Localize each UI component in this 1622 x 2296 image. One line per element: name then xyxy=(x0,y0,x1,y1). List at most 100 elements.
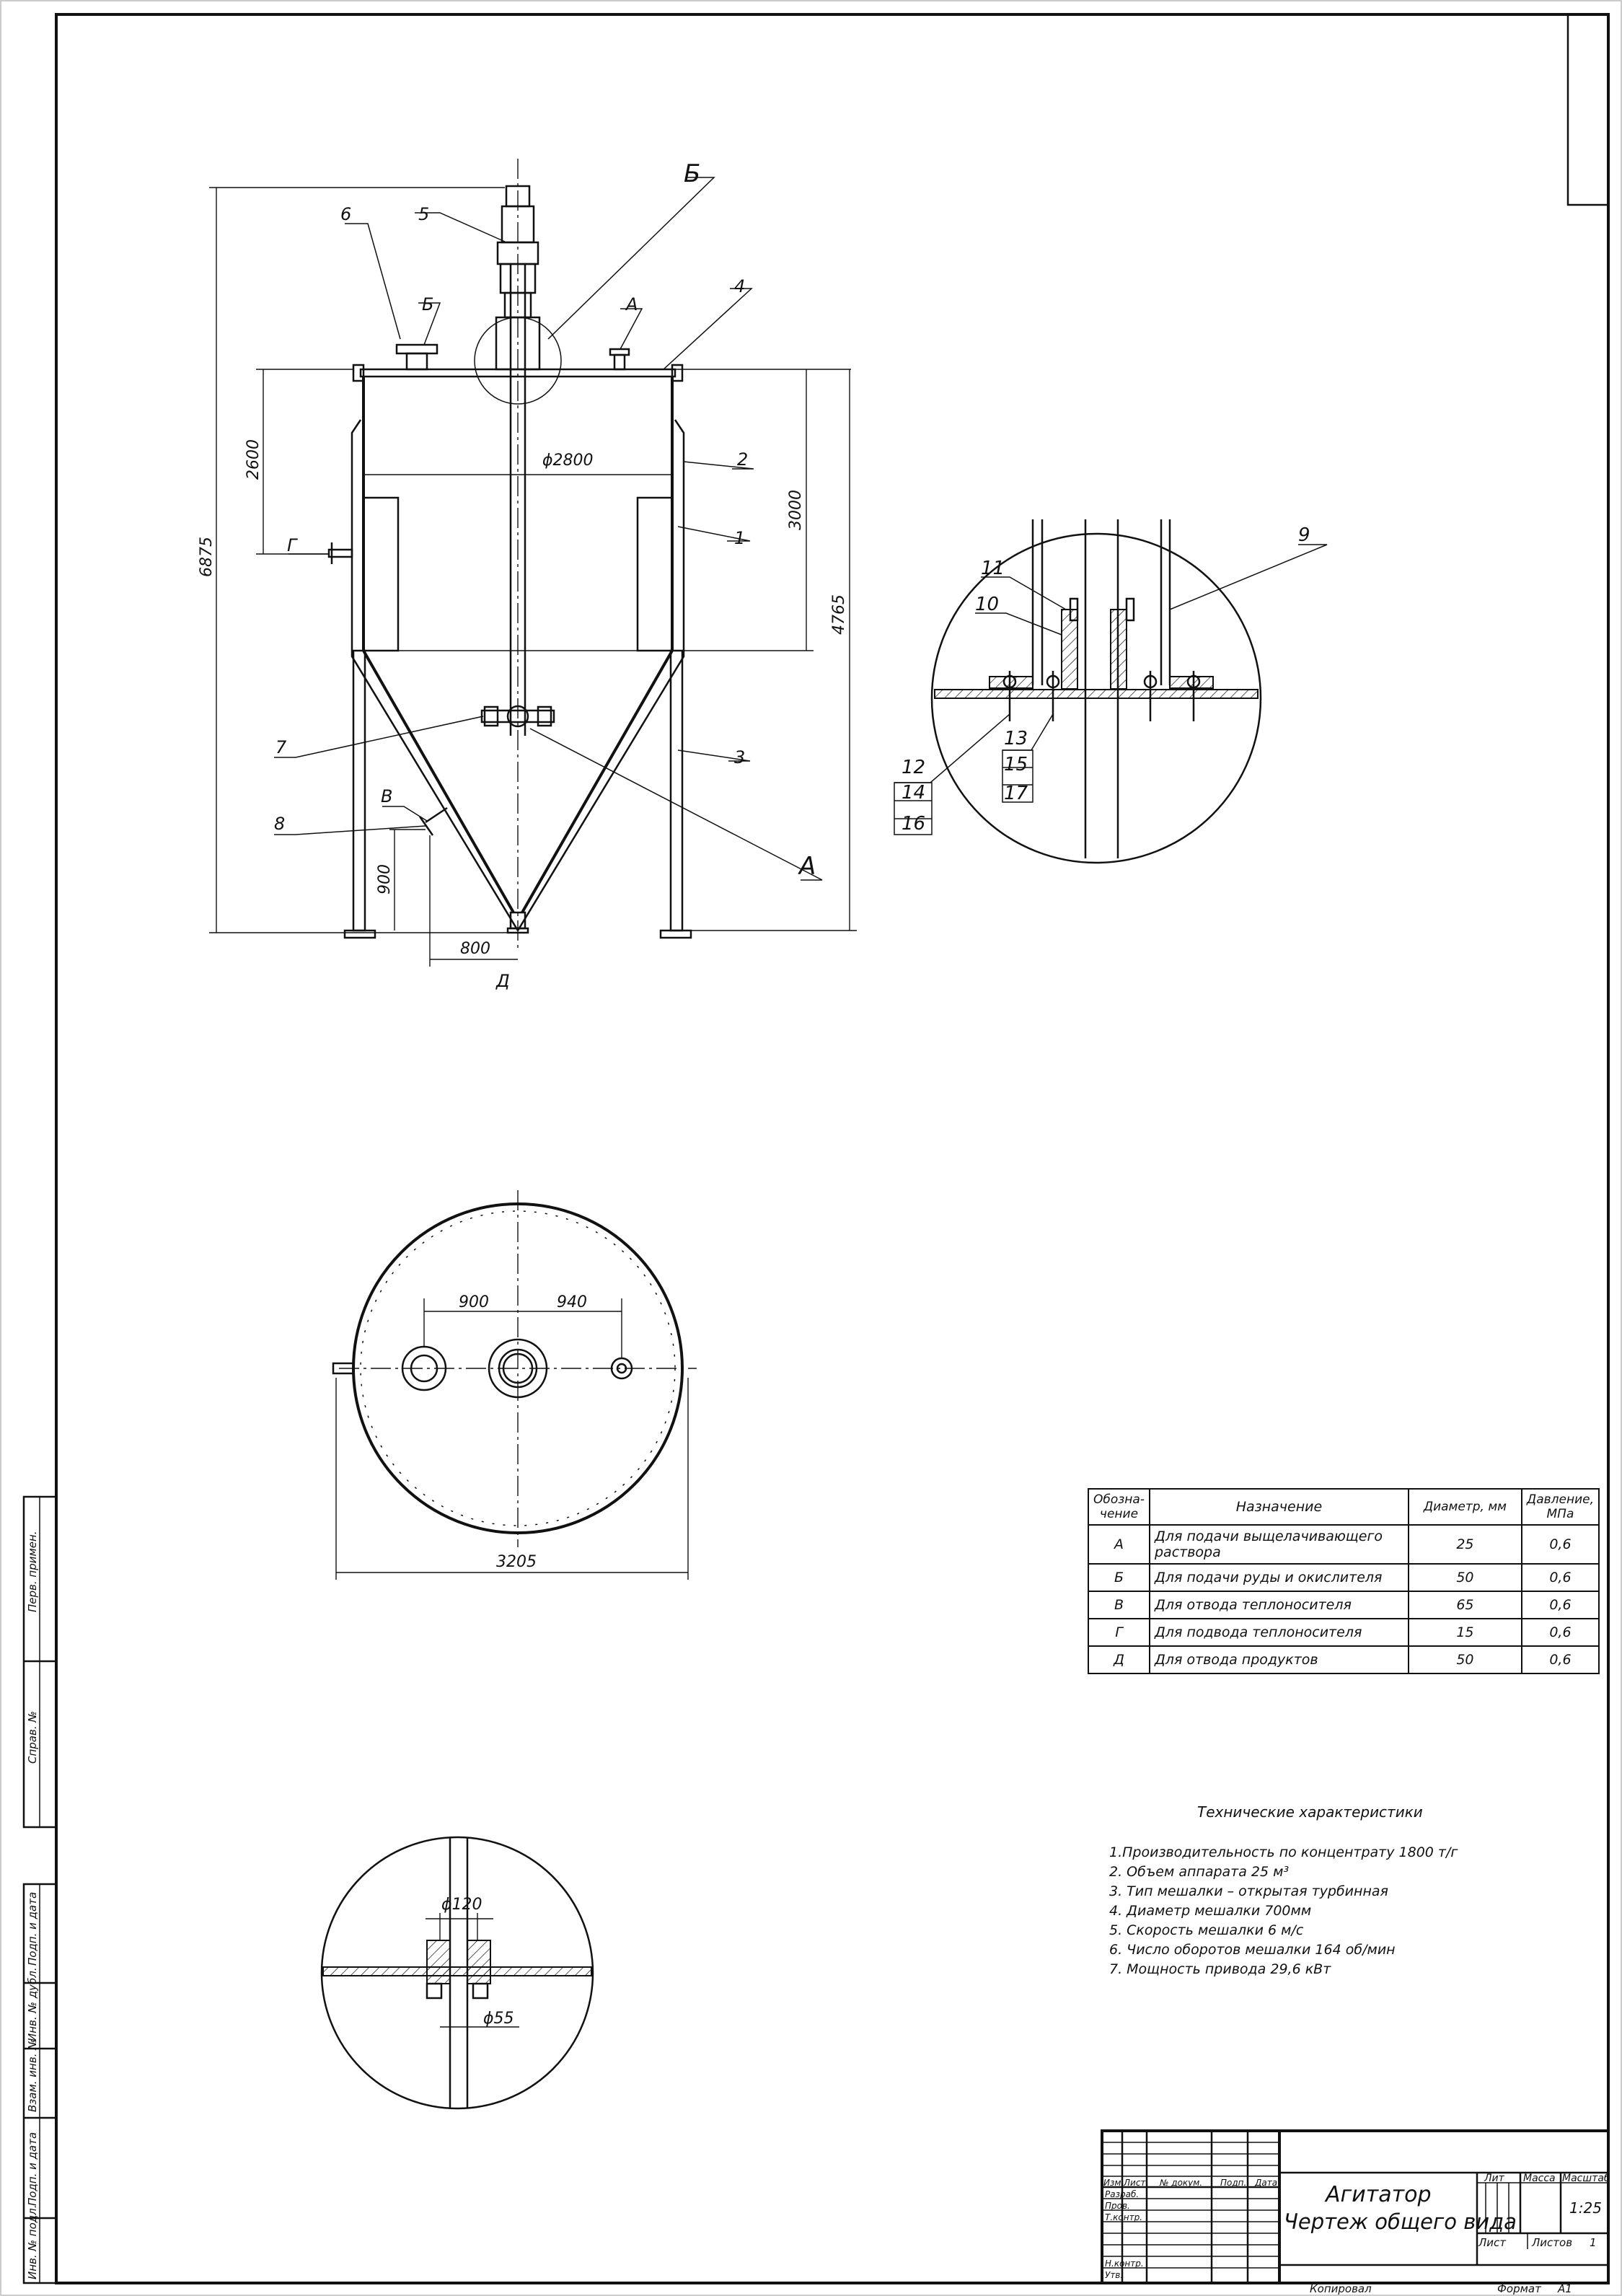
table-row: Г Для подвода теплоносителя 15 0,6 xyxy=(1088,1618,1600,1647)
table-row: Д Для отвода продуктов 50 0,6 xyxy=(1088,1645,1600,1674)
nozzle-diameter: 25 xyxy=(1407,1524,1522,1565)
callout-14: 14 xyxy=(902,782,925,804)
nozzle-col-pressure: Давление, МПа xyxy=(1520,1488,1600,1526)
tech-item: 3. Тип мешалки – открытая турбинная xyxy=(1109,1883,1388,1899)
drawing-frame xyxy=(55,13,1610,2284)
tech-item: 1.Производительность по концентрату 1800… xyxy=(1109,1844,1458,1860)
drawing-title: Агитатор xyxy=(1324,2182,1432,2207)
detail-b-seal-right xyxy=(1110,609,1127,690)
nozzle-diameter: 15 xyxy=(1407,1618,1522,1647)
cone-right xyxy=(521,650,674,913)
drawing-subtitle: Чертеж общего вида xyxy=(1284,2209,1517,2234)
nozzle-pressure: 0,6 xyxy=(1520,1645,1600,1674)
callout-6: 6 xyxy=(340,204,351,224)
tb-copied: Копировал xyxy=(1310,2282,1372,2295)
callout-12: 12 xyxy=(902,757,925,778)
dim-plan-3205: 3205 xyxy=(496,1553,537,1571)
elevation-view: 6 5 Б А 4 2 1 3 7 8 Г В Д А Б 6875 2600 … xyxy=(198,159,857,991)
dim-900: 900 xyxy=(376,864,394,894)
label-a-nozzle: А xyxy=(625,294,638,315)
nozzle-diameter: 50 xyxy=(1407,1645,1522,1674)
stamp-vzam: Взам. инв. № xyxy=(26,2038,39,2112)
nozzle-id: А xyxy=(1088,1524,1150,1565)
callout-17: 17 xyxy=(1004,783,1028,804)
callout-10: 10 xyxy=(975,594,999,615)
tech-item: 2. Объем аппарата 25 м³ xyxy=(1109,1864,1290,1880)
tb-format-value: А1 xyxy=(1557,2282,1572,2295)
nozzle-id: Б xyxy=(1088,1563,1150,1592)
nozzle-id: В xyxy=(1088,1591,1150,1619)
leg-left xyxy=(352,649,366,932)
detail-bottom-view: ϕ120 ϕ55 xyxy=(320,1836,594,2110)
table-row: В Для отвода теплоносителя 65 0,6 xyxy=(1088,1591,1600,1619)
detail-b-marker xyxy=(474,317,562,405)
tech-list: 1.Производительность по концентрату 1800… xyxy=(1109,1843,1458,1979)
top-right-stamp xyxy=(1566,13,1610,206)
tb-h-podp: Подп. xyxy=(1220,2178,1246,2188)
label-d-nozzle: Д xyxy=(495,971,510,991)
nozzle-table-header: Обозна- чение Назначение Диаметр, мм Дав… xyxy=(1088,1488,1600,1526)
dim-3000: 3000 xyxy=(787,490,805,530)
tb-sheet-label: Лист xyxy=(1478,2236,1507,2249)
callout-11: 11 xyxy=(981,558,1005,579)
stamp-perv: Перв. примен. xyxy=(26,1531,39,1612)
tb-sheets-label: Листов xyxy=(1531,2236,1572,2249)
callout-15: 15 xyxy=(1004,754,1028,775)
callout-1: 1 xyxy=(734,528,745,548)
callout-2: 2 xyxy=(737,449,748,470)
table-row: А Для подачи выщелачивающего раствора 25… xyxy=(1088,1524,1600,1565)
table-row: Б Для подачи руды и окислителя 50 0,6 xyxy=(1088,1563,1600,1592)
tb-scale-label: Масштаб xyxy=(1562,2173,1610,2184)
nozzle-pressure: 0,6 xyxy=(1520,1591,1600,1619)
tech-item: 6. Число оборотов мешалки 164 об/мин xyxy=(1109,1942,1396,1958)
dim-det-120: ϕ120 xyxy=(441,1896,482,1914)
stamp-podp1: Подп. и дата xyxy=(26,1892,39,1966)
baffle-right xyxy=(636,496,674,652)
impeller-blade-right xyxy=(537,705,552,727)
dim-2600: 2600 xyxy=(244,439,263,480)
jacket-right xyxy=(516,419,685,931)
tb-scale-value: 1:25 xyxy=(1569,2199,1602,2217)
nozzle-purpose: Для подвода теплоносителя xyxy=(1148,1618,1409,1647)
title-block: Изм Лист № докум. Подп. Дата Разраб. Про… xyxy=(1101,2129,1610,2295)
plan-view: 900 940 3205 xyxy=(332,1190,697,1580)
stamp-sprav: Справ. № xyxy=(26,1711,39,1764)
nozzle-col-diameter: Диаметр, мм xyxy=(1407,1488,1522,1526)
dim-plan-940: 940 xyxy=(557,1293,587,1311)
cone-left xyxy=(362,650,515,913)
tech-item: 5. Скорость мешалки 6 м/с xyxy=(1109,1922,1304,1938)
jacket-left xyxy=(351,419,519,931)
nozzle-g xyxy=(327,548,353,558)
nozzle-d-flange xyxy=(506,927,529,934)
label-b-nozzle: Б xyxy=(422,294,433,315)
nozzle-col-purpose: Назначение xyxy=(1148,1488,1409,1526)
nozzle-id: Г xyxy=(1088,1618,1150,1647)
dim-6875: 6875 xyxy=(198,537,216,577)
nozzle-pressure: 0,6 xyxy=(1520,1618,1600,1647)
dim-800: 800 xyxy=(460,940,490,958)
plan-nozzle-g xyxy=(332,1362,355,1375)
lid-flange-right xyxy=(671,364,684,382)
nozzle-v xyxy=(425,806,448,824)
callout-8: 8 xyxy=(274,814,285,834)
tb-lit: Лит xyxy=(1484,2173,1505,2184)
view-a-label: А xyxy=(798,852,816,881)
stamp-inv-podl: Инв. № подл. xyxy=(26,2205,39,2279)
nozzle-pressure: 0,6 xyxy=(1520,1563,1600,1592)
plan-nozzle-center xyxy=(488,1338,548,1399)
detail-b-circle xyxy=(930,532,1262,864)
tech-title: Технические характеристики xyxy=(1197,1803,1423,1821)
tb-h-doc: № докум. xyxy=(1159,2178,1202,2188)
detail-b-view: 11 10 9 12 14 16 13 15 17 xyxy=(894,519,1328,864)
nozzle-b-pipe xyxy=(405,352,428,371)
impeller-center xyxy=(506,705,529,728)
nozzle-a-pipe xyxy=(613,353,626,371)
nozzle-purpose: Для подачи выщелачивающего раствора xyxy=(1148,1524,1409,1565)
tb-format-label: Формат xyxy=(1497,2282,1542,2295)
leg-foot-left xyxy=(343,929,376,939)
callout-7: 7 xyxy=(276,737,287,757)
nozzle-purpose: Для подачи руды и окислителя xyxy=(1148,1563,1409,1592)
callout-16: 16 xyxy=(902,813,925,835)
vessel-lid xyxy=(359,368,676,378)
